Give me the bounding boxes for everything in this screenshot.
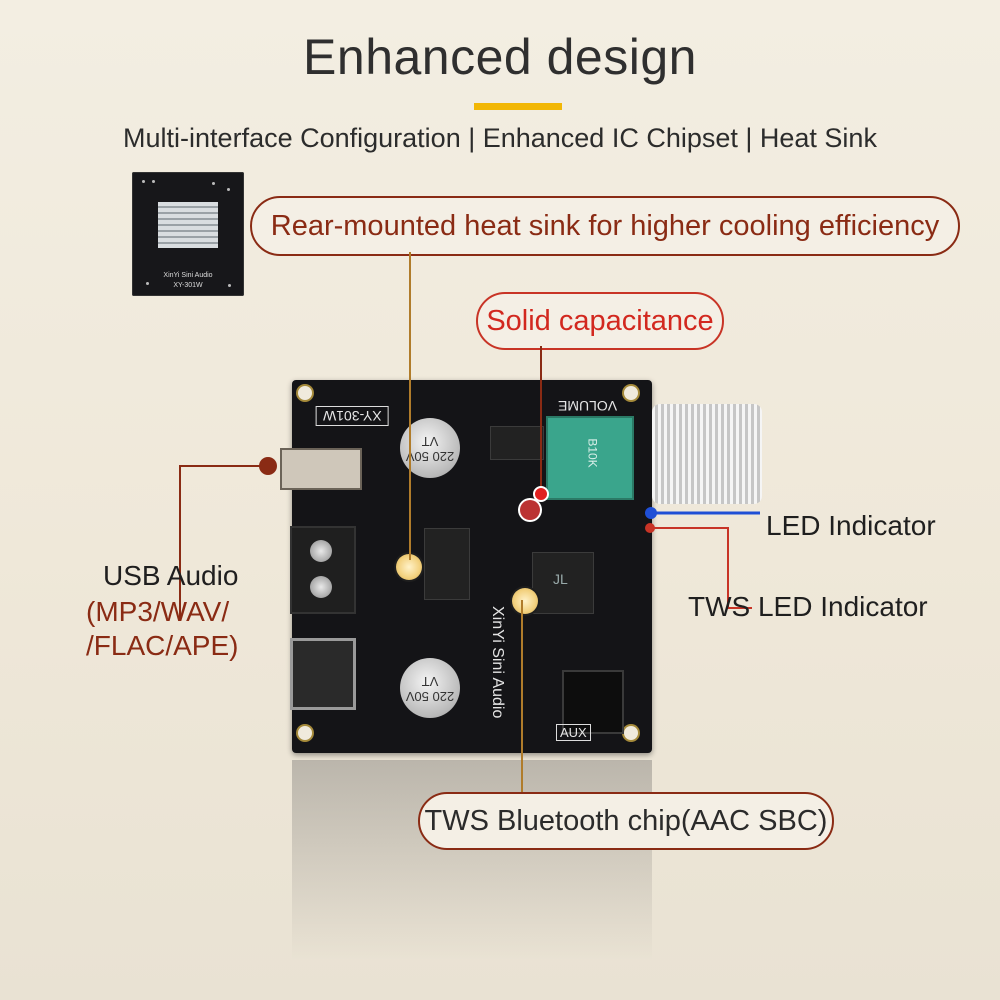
board-brand-vertical: XinYi Sini Audio — [489, 606, 506, 719]
amplifier-ic — [424, 528, 470, 600]
heat-sink-fins — [158, 202, 218, 248]
capacitance-callout: Solid capacitance — [476, 292, 724, 350]
board-reflection — [292, 760, 652, 960]
usb-audio-label: USB Audio — [103, 560, 239, 591]
led-indicator-label: LED Indicator — [766, 510, 936, 541]
page-title: Enhanced design — [303, 29, 697, 85]
solid-capacitor — [520, 500, 540, 520]
usb-formats-line2: /FLAC/APE) — [86, 630, 239, 661]
chip-logo: JL — [553, 571, 568, 587]
test-point — [396, 554, 422, 580]
volume-potentiometer: B10K — [546, 416, 634, 500]
bluetooth-chip-callout: TWS Bluetooth chip(AAC SBC) — [418, 792, 834, 850]
audio-board: XY-301W VOLUME 220 50V VT 220 50V VT B10… — [280, 380, 762, 753]
page-subtitle: Multi-interface Configuration | Enhanced… — [123, 123, 877, 153]
heat-sink-thumbnail: XinYi Sini Audio XY-301W — [132, 172, 244, 296]
mounting-hole — [624, 726, 638, 740]
title-underline — [474, 103, 562, 110]
mounting-hole — [298, 386, 312, 400]
speaker-terminal — [290, 526, 356, 614]
usb-port — [280, 448, 362, 490]
power-jack — [290, 638, 356, 710]
regulator-chip — [490, 426, 544, 460]
aux-jack — [562, 670, 624, 734]
pot-value: B10K — [585, 438, 600, 468]
board-model-label: XY-301W — [316, 406, 389, 426]
electrolytic-capacitor: 220 50V VT — [400, 418, 460, 478]
usb-formats-line1: (MP3/WAV/ — [86, 596, 230, 627]
tws-led-indicator-label: TWS LED Indicator — [688, 591, 928, 622]
mounting-hole — [624, 386, 638, 400]
bluetooth-chip: JL — [532, 552, 594, 614]
heat-sink-callout: Rear-mounted heat sink for higher coolin… — [250, 196, 960, 256]
test-point — [512, 588, 538, 614]
volume-label: VOLUME — [558, 398, 618, 414]
thumbnail-model: XY-301W — [173, 282, 203, 289]
volume-knob[interactable] — [652, 404, 762, 504]
thumbnail-brand: XinYi Sini Audio — [163, 272, 213, 279]
electrolytic-capacitor: 220 50V VT — [400, 658, 460, 718]
mounting-hole — [298, 726, 312, 740]
aux-label: AUX — [556, 724, 591, 741]
